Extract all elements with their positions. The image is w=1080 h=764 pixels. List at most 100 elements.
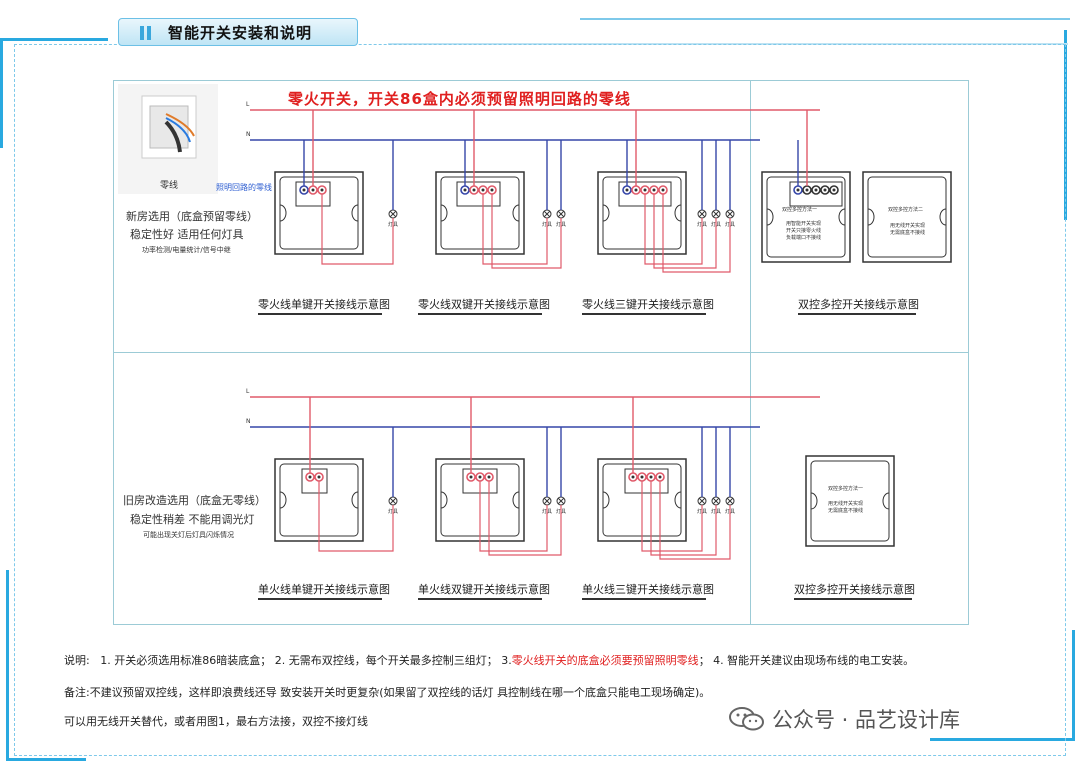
- lamp-cross: [712, 497, 720, 505]
- dual1-line-1: 双控多控方法一: [782, 207, 818, 213]
- dual2-line-1: 双控多控方法二: [888, 207, 924, 213]
- frame-top-left: [0, 38, 108, 41]
- load-wire: [321, 194, 394, 265]
- banner-title: 零火开关，开关86盒内必须预留照明回路的零线: [288, 90, 631, 108]
- switch-terminal-dot: [463, 188, 467, 192]
- caption-r1-1-underline: [258, 313, 382, 315]
- wire-label-live: L: [246, 388, 250, 395]
- dual3-line-1: 双控多控方法一: [828, 486, 864, 492]
- lamp-cross: [726, 497, 734, 505]
- switch-box-right-ear: [674, 204, 682, 222]
- lamp-cross: [698, 210, 706, 218]
- switch-terminal-dot: [311, 188, 315, 192]
- frame-bottom: [6, 758, 86, 761]
- dual-box-1-inner: [766, 176, 846, 258]
- switch-box-right-ear: [512, 491, 520, 509]
- dual2-line-2: 用无线开关实现: [890, 223, 926, 229]
- caption-r1-4: 双控多控开关接线示意图: [798, 298, 919, 311]
- dual-box-3-inner: [810, 460, 890, 542]
- note-line-3: 可以用无线开关替代，或者用图1，最右方法接，双控不接灯线: [64, 715, 368, 728]
- switch-terminal-dot: [317, 475, 321, 479]
- lamp-cross: [726, 210, 734, 218]
- caption-r2-3: 单火线三键开关接线示意图: [582, 583, 714, 596]
- switch-terminal-dot: [308, 475, 312, 479]
- dual-box-1-terminal-dot: [796, 188, 800, 192]
- note-text-red: 零火线开关的底盒必须要预留照明零线: [511, 654, 699, 667]
- load-wire: [650, 481, 717, 556]
- dual-box-1-terminal-dot: [814, 188, 818, 192]
- dual-terminal-block: [789, 181, 843, 207]
- terminal-block: [624, 468, 669, 494]
- caption-r1-3-underline: [582, 313, 706, 315]
- switch-box-inner: [602, 176, 682, 250]
- panel-bottom-right: [750, 352, 969, 625]
- switch-terminal-dot: [661, 188, 665, 192]
- caption-r2-2: 单火线双键开关接线示意图: [418, 583, 550, 596]
- load-wire: [662, 194, 731, 273]
- row2-side-2: 稳定性稍差 不能用调光灯: [130, 513, 255, 526]
- dual-box-1-left-ear: [766, 208, 774, 226]
- frame-bottom-right: [1072, 630, 1075, 740]
- row2-side-3: 可能出现关灯后灯具闪烁情况: [143, 531, 234, 539]
- caption-r2-3-underline: [582, 598, 706, 600]
- lamp-cross: [698, 497, 706, 505]
- dual-box-2-left-ear: [867, 208, 875, 226]
- frame-top-left-v: [0, 38, 3, 148]
- dual1-line-3: 开关只接零火线: [786, 228, 822, 234]
- row1-side-2: 稳定性好 适用任何灯具: [130, 228, 244, 241]
- switch-terminal-dot: [631, 475, 635, 479]
- load-wire: [659, 481, 731, 560]
- note-text-b: ； 4. 智能开关建议由现场布线的电工安装。: [698, 654, 915, 667]
- switch-terminal-dot: [320, 188, 324, 192]
- dual-box-3-right-ear: [882, 492, 890, 510]
- caption-r2-1: 单火线单键开关接线示意图: [258, 583, 390, 596]
- switch-box-inner: [279, 176, 359, 250]
- caption-r1-1: 零火线单键开关接线示意图: [258, 298, 390, 311]
- load-wire: [491, 194, 562, 269]
- note-line-1: 说明: 1. 开关必须选用标准86暗装底盒； 2. 无需布双控线，每个开关最多控…: [64, 652, 914, 668]
- switch-terminal-dot: [640, 475, 644, 479]
- switch-box-photo: [118, 84, 218, 194]
- wire-label-neutral: N: [246, 418, 251, 425]
- switch-box-left-ear: [602, 204, 610, 222]
- switch-box-right-ear: [351, 491, 359, 509]
- lamp-cross: [389, 210, 397, 218]
- row1-side-3: 功率检测/电量统计/信号中继: [142, 246, 231, 254]
- switch-terminal-dot: [487, 475, 491, 479]
- load-wire: [641, 481, 703, 552]
- frame-bottom-right-h: [930, 738, 1075, 741]
- neutral-tag: 照明回路的零线: [216, 183, 272, 192]
- photo-caption: 零线: [160, 181, 179, 191]
- terminal-block: [456, 181, 501, 207]
- caption-r1-4-underline: [798, 313, 916, 315]
- dual-box-1-terminal-dot: [832, 188, 836, 192]
- switch-box-right-ear: [674, 491, 682, 509]
- switch-box-left-ear: [279, 491, 287, 509]
- title-tab: [118, 18, 358, 46]
- switch-box-left-ear: [602, 491, 610, 509]
- lamp-cross: [389, 497, 397, 505]
- switch-terminal-dot: [472, 188, 476, 192]
- caption-r1-2-underline: [418, 313, 542, 315]
- frame-bottom-left: [6, 570, 9, 760]
- lamp-cross: [557, 210, 565, 218]
- caption-r1-3: 零火线三键开关接线示意图: [582, 298, 714, 311]
- caption-r2-4: 双控多控开关接线示意图: [794, 583, 915, 596]
- caption-r1-2: 零火线双键开关接线示意图: [418, 298, 550, 311]
- note-text-a: 1. 开关必须选用标准86暗装底盒； 2. 无需布双控线，每个开关最多控制三组灯…: [100, 654, 512, 667]
- switch-terminal-dot: [652, 188, 656, 192]
- caption-r2-1-underline: [258, 598, 382, 600]
- wechat-icon: [729, 707, 764, 731]
- switch-box-right-ear: [351, 204, 359, 222]
- switch-terminal-dot: [302, 188, 306, 192]
- switch-terminal-dot: [478, 475, 482, 479]
- dual-box-1-right-ear: [838, 208, 846, 226]
- dual3-line-2: 用无线开关实现: [828, 501, 864, 507]
- dual1-line-2: 用智能开关实现: [786, 221, 822, 227]
- dual-box-1-terminal-dot: [823, 188, 827, 192]
- terminal-block: [301, 468, 328, 494]
- title-bars-icon: [140, 25, 160, 41]
- frame-top-right: [580, 18, 1070, 20]
- switch-terminal-dot: [649, 475, 653, 479]
